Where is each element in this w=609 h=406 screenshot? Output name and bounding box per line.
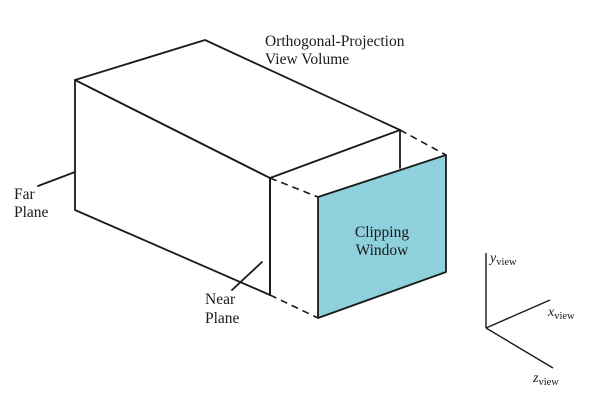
view-volume-label-line1: Orthogonal-Projection — [265, 33, 405, 50]
dashed-top-left-connector — [269, 177, 319, 198]
x-view-main: x — [547, 305, 555, 320]
near-plane-label-line2: Plane — [205, 310, 240, 327]
y-view-label: yview — [488, 251, 517, 268]
z-view-main: z — [532, 371, 539, 386]
far-plane-label-line1: Far — [14, 186, 36, 203]
z-view-sub: view — [538, 377, 559, 388]
dashed-bottom-connector — [269, 294, 319, 319]
near-plane-label-line1: Near — [205, 291, 236, 308]
x-view-axis — [485, 299, 551, 329]
x-view-label: xview — [547, 305, 575, 322]
z-view-axis — [485, 327, 554, 369]
clipping-window-face — [317, 154, 447, 319]
view-volume-label-line2: View Volume — [265, 51, 349, 68]
clipping-window-label-line2: Window — [356, 242, 410, 259]
dashed-top-right-connector — [399, 129, 447, 156]
far-plane-leader — [37, 171, 76, 187]
far-plane-face — [74, 79, 271, 296]
volume-top-face — [74, 39, 401, 179]
y-view-sub: view — [496, 257, 517, 268]
near-plane-leader — [231, 261, 263, 291]
clipping-window-label-line1: Clipping — [355, 224, 410, 241]
y-view-main: y — [488, 251, 497, 266]
z-view-label: zview — [532, 371, 559, 388]
x-view-sub: view — [554, 311, 575, 322]
far-plane-label-line2: Plane — [14, 204, 49, 221]
